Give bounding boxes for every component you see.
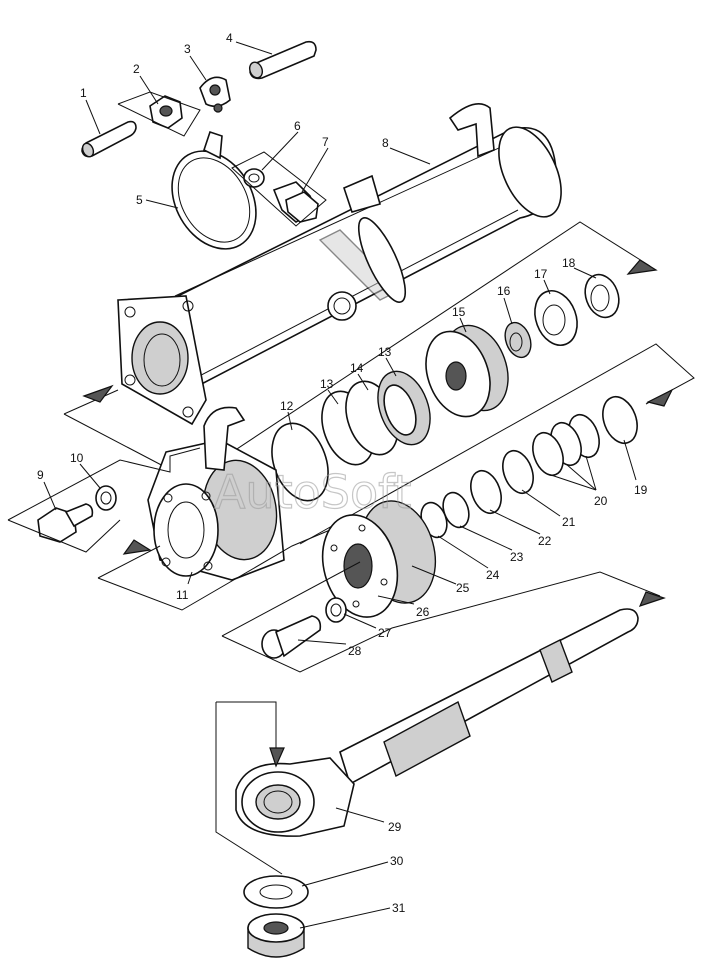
part-6-washer <box>243 168 265 188</box>
callout-13-b: 13 <box>378 345 392 359</box>
part-22-ring <box>470 469 502 515</box>
callout-11: 11 <box>176 588 189 602</box>
part-20-rings <box>532 413 600 477</box>
callout-31: 31 <box>392 901 406 915</box>
part-30-washer <box>243 875 309 909</box>
guide-line-cap-2 <box>221 571 661 673</box>
arrow-head <box>626 259 658 275</box>
part-2-nut <box>149 95 183 129</box>
part-25-cap <box>321 500 436 618</box>
callout-9: 9 <box>37 468 44 482</box>
part-8-cylinder <box>117 102 562 426</box>
part-21-ring <box>502 449 534 495</box>
callout-13-a: 13 <box>320 377 334 391</box>
callout-8: 8 <box>382 136 389 150</box>
part-27-washer <box>325 597 347 623</box>
arrow-head <box>269 747 285 768</box>
callout-14: 14 <box>350 361 364 375</box>
part-10-washer <box>95 485 117 511</box>
callout-5: 5 <box>136 193 143 207</box>
arrow-head <box>122 539 152 555</box>
callout-17: 17 <box>534 267 548 281</box>
callout-29: 29 <box>388 820 402 834</box>
part-17-nut <box>534 290 578 346</box>
callout-1: 1 <box>80 86 87 100</box>
callout-23: 23 <box>510 550 524 564</box>
guide-line-cylinder <box>63 221 651 481</box>
part-18-ring <box>584 273 620 319</box>
callout-19: 19 <box>634 483 648 497</box>
part-19-ring <box>602 395 638 445</box>
callout-25: 25 <box>456 581 470 595</box>
bracket-lines-2 <box>117 91 201 137</box>
callout-15: 15 <box>452 305 466 319</box>
callout-2: 2 <box>133 62 140 76</box>
watermark: AutoSoft <box>214 465 412 519</box>
part-4-sleeve <box>248 40 317 80</box>
part-7-bolt <box>272 181 319 223</box>
callout-21: 21 <box>562 515 576 529</box>
guide-line-cylinder-2 <box>63 389 119 415</box>
part-9-bolt <box>37 503 94 543</box>
arrow-head <box>638 591 666 607</box>
guide-line-cap <box>221 561 361 637</box>
part-29-rod <box>235 608 639 837</box>
part-16-bushing <box>504 321 532 359</box>
part-15-piston <box>425 324 509 418</box>
callout-12: 12 <box>280 399 294 413</box>
callout-20: 20 <box>594 494 608 508</box>
callout-4: 4 <box>226 31 233 45</box>
bracket-lines-6-7 <box>231 151 327 227</box>
guide-line-head <box>7 447 201 521</box>
part-1-pin <box>81 120 137 158</box>
callout-3: 3 <box>184 42 191 56</box>
callout-30: 30 <box>390 854 404 868</box>
arrow-head <box>646 388 674 407</box>
arrow-head <box>82 384 114 403</box>
callout-16: 16 <box>497 284 511 298</box>
callout-24: 24 <box>486 568 500 582</box>
guide-line-head-2 <box>7 519 121 553</box>
part-13-ring-b <box>377 370 431 446</box>
guide-line-rod-2 <box>215 702 283 875</box>
part-11-head <box>147 406 285 581</box>
callout-27: 27 <box>378 626 392 640</box>
part-3-bracket <box>199 76 231 113</box>
callout-26: 26 <box>416 605 430 619</box>
callout-7: 7 <box>322 135 329 149</box>
callout-10: 10 <box>70 451 84 465</box>
leader-lines <box>43 41 637 929</box>
part-5-clamp <box>171 130 257 250</box>
callout-22: 22 <box>538 534 552 548</box>
callout-labels: 1 2 3 4 5 6 7 8 9 10 11 12 13 13 14 15 1… <box>37 31 648 915</box>
callout-6: 6 <box>294 119 301 133</box>
part-28-bolt <box>261 615 322 659</box>
callout-18: 18 <box>562 256 576 270</box>
callout-28: 28 <box>348 644 362 658</box>
part-31-nut <box>247 913 305 958</box>
guide-line-head-3 <box>97 545 161 579</box>
guide-line-rod <box>216 701 277 756</box>
